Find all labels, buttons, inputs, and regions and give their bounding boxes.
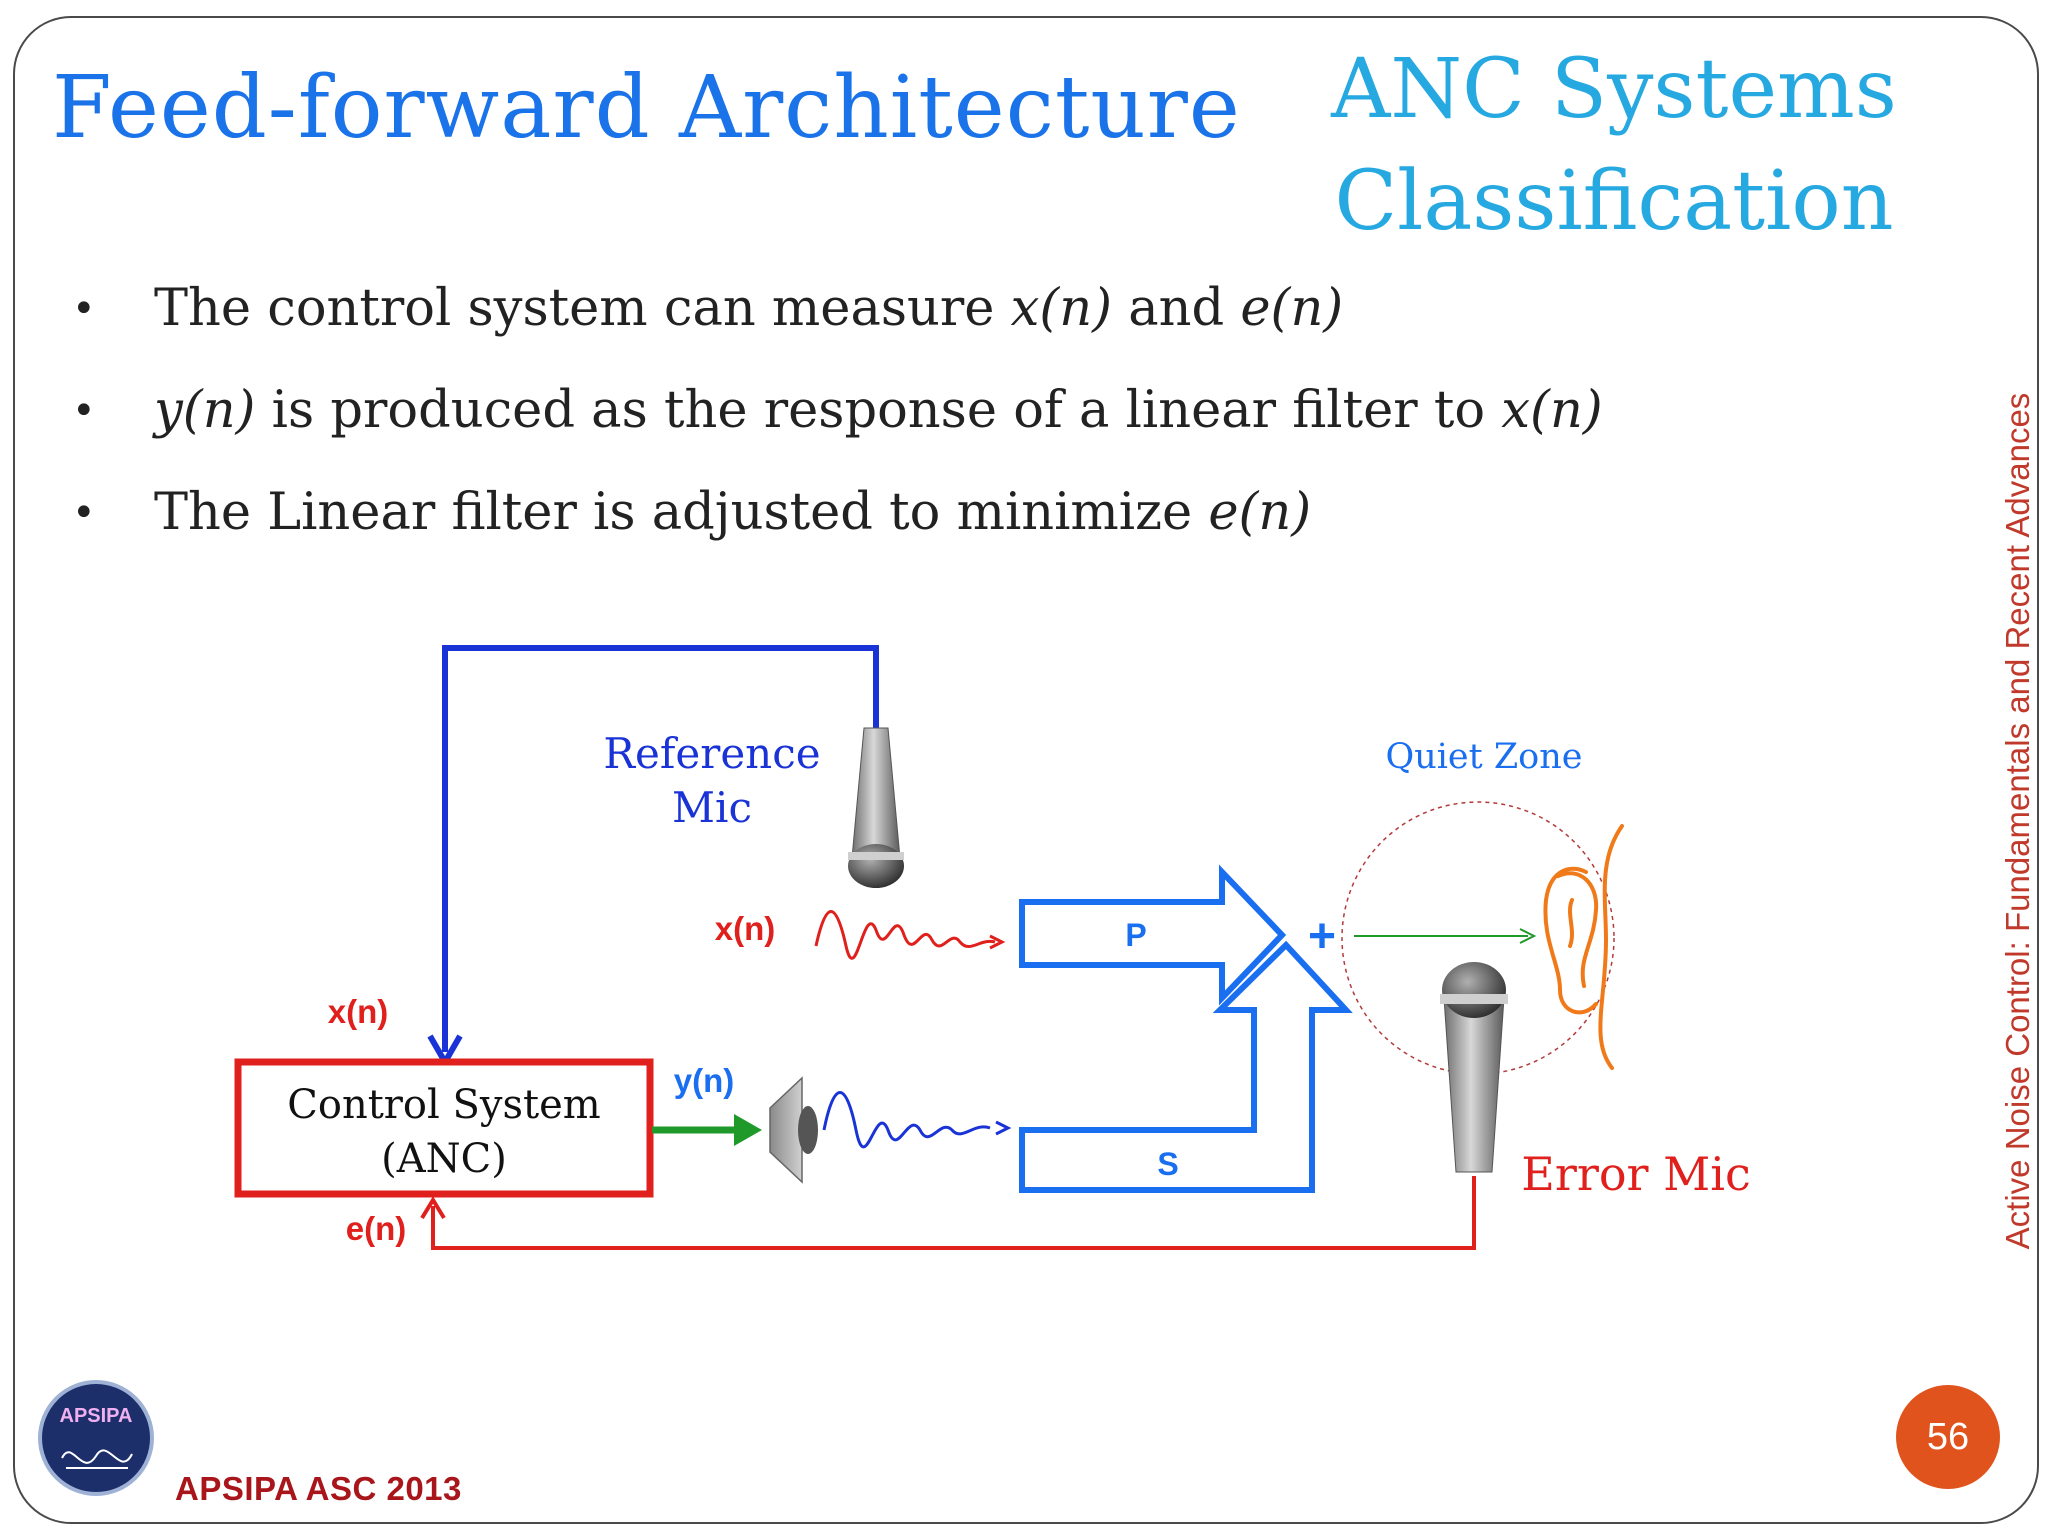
quiet-zone-label: Quiet Zone <box>1386 737 1583 777</box>
section-title: ANC Systems Classification <box>1264 34 1964 258</box>
speaker-icon <box>769 1076 818 1184</box>
xn-signal-label: x(n) <box>715 910 776 947</box>
quiet-zone-circle <box>1341 801 1615 1075</box>
reference-mic-label-line2: Mic <box>672 783 752 832</box>
reference-mic-icon <box>848 727 904 888</box>
secondary-path-arrow <box>1019 940 1353 1193</box>
bullet-dot-icon: • <box>72 286 96 332</box>
slide-frame <box>13 16 2039 1524</box>
logo-text: APSIPA <box>60 1405 133 1427</box>
xn-feedback-label: x(n) <box>328 993 389 1030</box>
reference-signal-path <box>442 645 879 1052</box>
control-system-label-line1: Control System <box>287 1082 600 1128</box>
primary-path-label: P <box>1125 917 1146 953</box>
yn-label: y(n) <box>674 1062 735 1099</box>
yn-wave-icon <box>822 1091 991 1149</box>
xn-wave-icon <box>814 910 996 960</box>
bullet-item: •The control system can measure x(n) and… <box>72 262 1603 364</box>
bullet-list: •The control system can measure x(n) and… <box>72 262 1603 568</box>
primary-path-arrow <box>1019 864 1287 1006</box>
bullet-dot-icon: • <box>72 490 96 536</box>
section-title-line1: ANC Systems <box>1331 42 1897 137</box>
page-number-badge: 56 <box>1896 1385 2000 1489</box>
apsipa-logo-icon: APSIPA <box>38 1380 154 1496</box>
control-system-label-line2: (ANC) <box>381 1136 507 1182</box>
footer-conference: APSIPA ASC 2013 <box>175 1470 462 1507</box>
error-signal-path <box>431 1176 1476 1250</box>
error-mic-label: Error Mic <box>1521 1147 1750 1201</box>
control-output-arrow-icon <box>734 1114 762 1146</box>
bullet-item: •The Linear filter is adjusted to minimi… <box>72 466 1603 568</box>
error-arrow-icon <box>420 1196 446 1220</box>
control-system-box <box>234 1058 654 1198</box>
reference-mic-label-line1: Reference <box>603 729 820 778</box>
slide-title: Feed-forward Architecture <box>52 58 1241 158</box>
bullet-dot-icon: • <box>72 388 96 434</box>
summing-plus-icon: + <box>1308 910 1336 963</box>
side-caption-text: Active Noise Control: Fundamentals and R… <box>1999 392 2036 1250</box>
section-title-line2: Classification <box>1334 154 1894 249</box>
en-label: e(n) <box>346 1210 407 1247</box>
error-mic-icon <box>1440 962 1508 1173</box>
bullet-item: •y(n) is produced as the response of a l… <box>72 364 1603 466</box>
ear-icon <box>1543 824 1624 1070</box>
secondary-path-label: S <box>1157 1146 1178 1182</box>
side-caption: Active Noise Control: Fundamentals and R… <box>1990 376 2046 1266</box>
